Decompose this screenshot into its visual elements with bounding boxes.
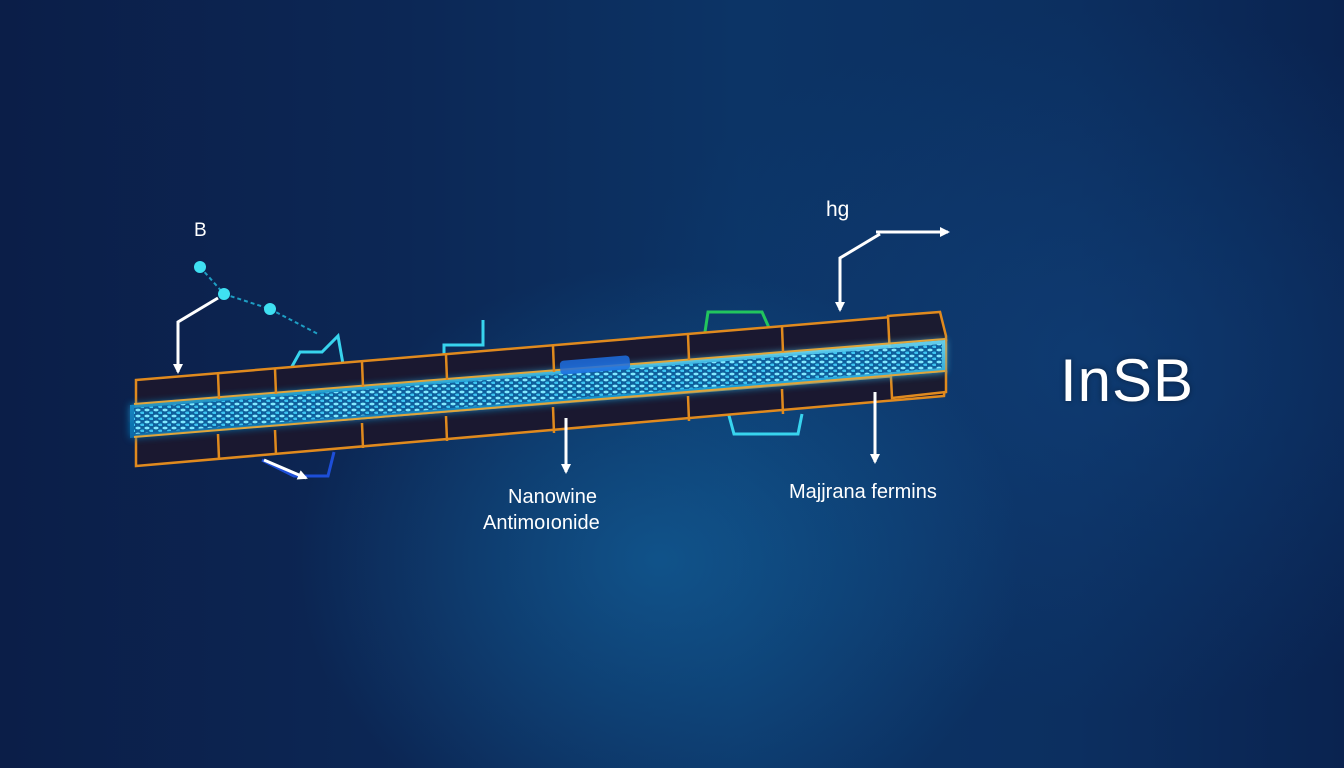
divider bbox=[444, 415, 449, 442]
arrow-bottom-left bbox=[263, 458, 308, 480]
divider bbox=[273, 368, 278, 395]
core-highlight bbox=[559, 355, 631, 375]
cyan-connector-bottom bbox=[726, 411, 804, 436]
label-b: B bbox=[194, 220, 207, 241]
wire-core-atoms bbox=[134, 344, 942, 434]
bond bbox=[199, 266, 225, 295]
cyan-connector-top bbox=[442, 320, 485, 358]
divider bbox=[551, 406, 556, 434]
pointer-arrows bbox=[173, 227, 950, 480]
label-hg: hg bbox=[826, 198, 850, 221]
divider bbox=[273, 429, 278, 456]
divider bbox=[686, 334, 691, 361]
background-connectors bbox=[261, 310, 804, 478]
divider bbox=[216, 433, 221, 460]
label-nanowire: Nanowine bbox=[508, 486, 597, 508]
arrow-b-to-wire bbox=[173, 296, 219, 374]
bond bbox=[223, 293, 271, 310]
divider bbox=[360, 422, 365, 449]
divider bbox=[686, 395, 691, 422]
bond bbox=[269, 308, 319, 335]
cyan-connector-left bbox=[288, 332, 345, 371]
divider bbox=[780, 326, 785, 353]
divider bbox=[360, 361, 365, 388]
molecule-chain bbox=[194, 261, 319, 335]
arrow-hg-to-wire bbox=[835, 232, 881, 312]
atom bbox=[194, 261, 206, 273]
core-lower-edge bbox=[133, 370, 946, 438]
atom bbox=[264, 303, 276, 315]
blue-connector-bottom bbox=[261, 451, 336, 478]
label-antimonide: Antimoıonide bbox=[483, 512, 600, 534]
divider bbox=[780, 388, 785, 415]
divider bbox=[444, 354, 449, 381]
green-connector-top bbox=[703, 310, 772, 333]
core-upper-edge bbox=[133, 338, 946, 405]
atom bbox=[218, 288, 230, 300]
segment-dividers bbox=[216, 326, 785, 460]
label-majorana-fermions: Majjrana fermins bbox=[789, 481, 937, 503]
divider bbox=[216, 373, 221, 400]
divider bbox=[551, 345, 556, 373]
nanowire bbox=[130, 310, 948, 468]
label-formula: InSB bbox=[1060, 347, 1195, 414]
